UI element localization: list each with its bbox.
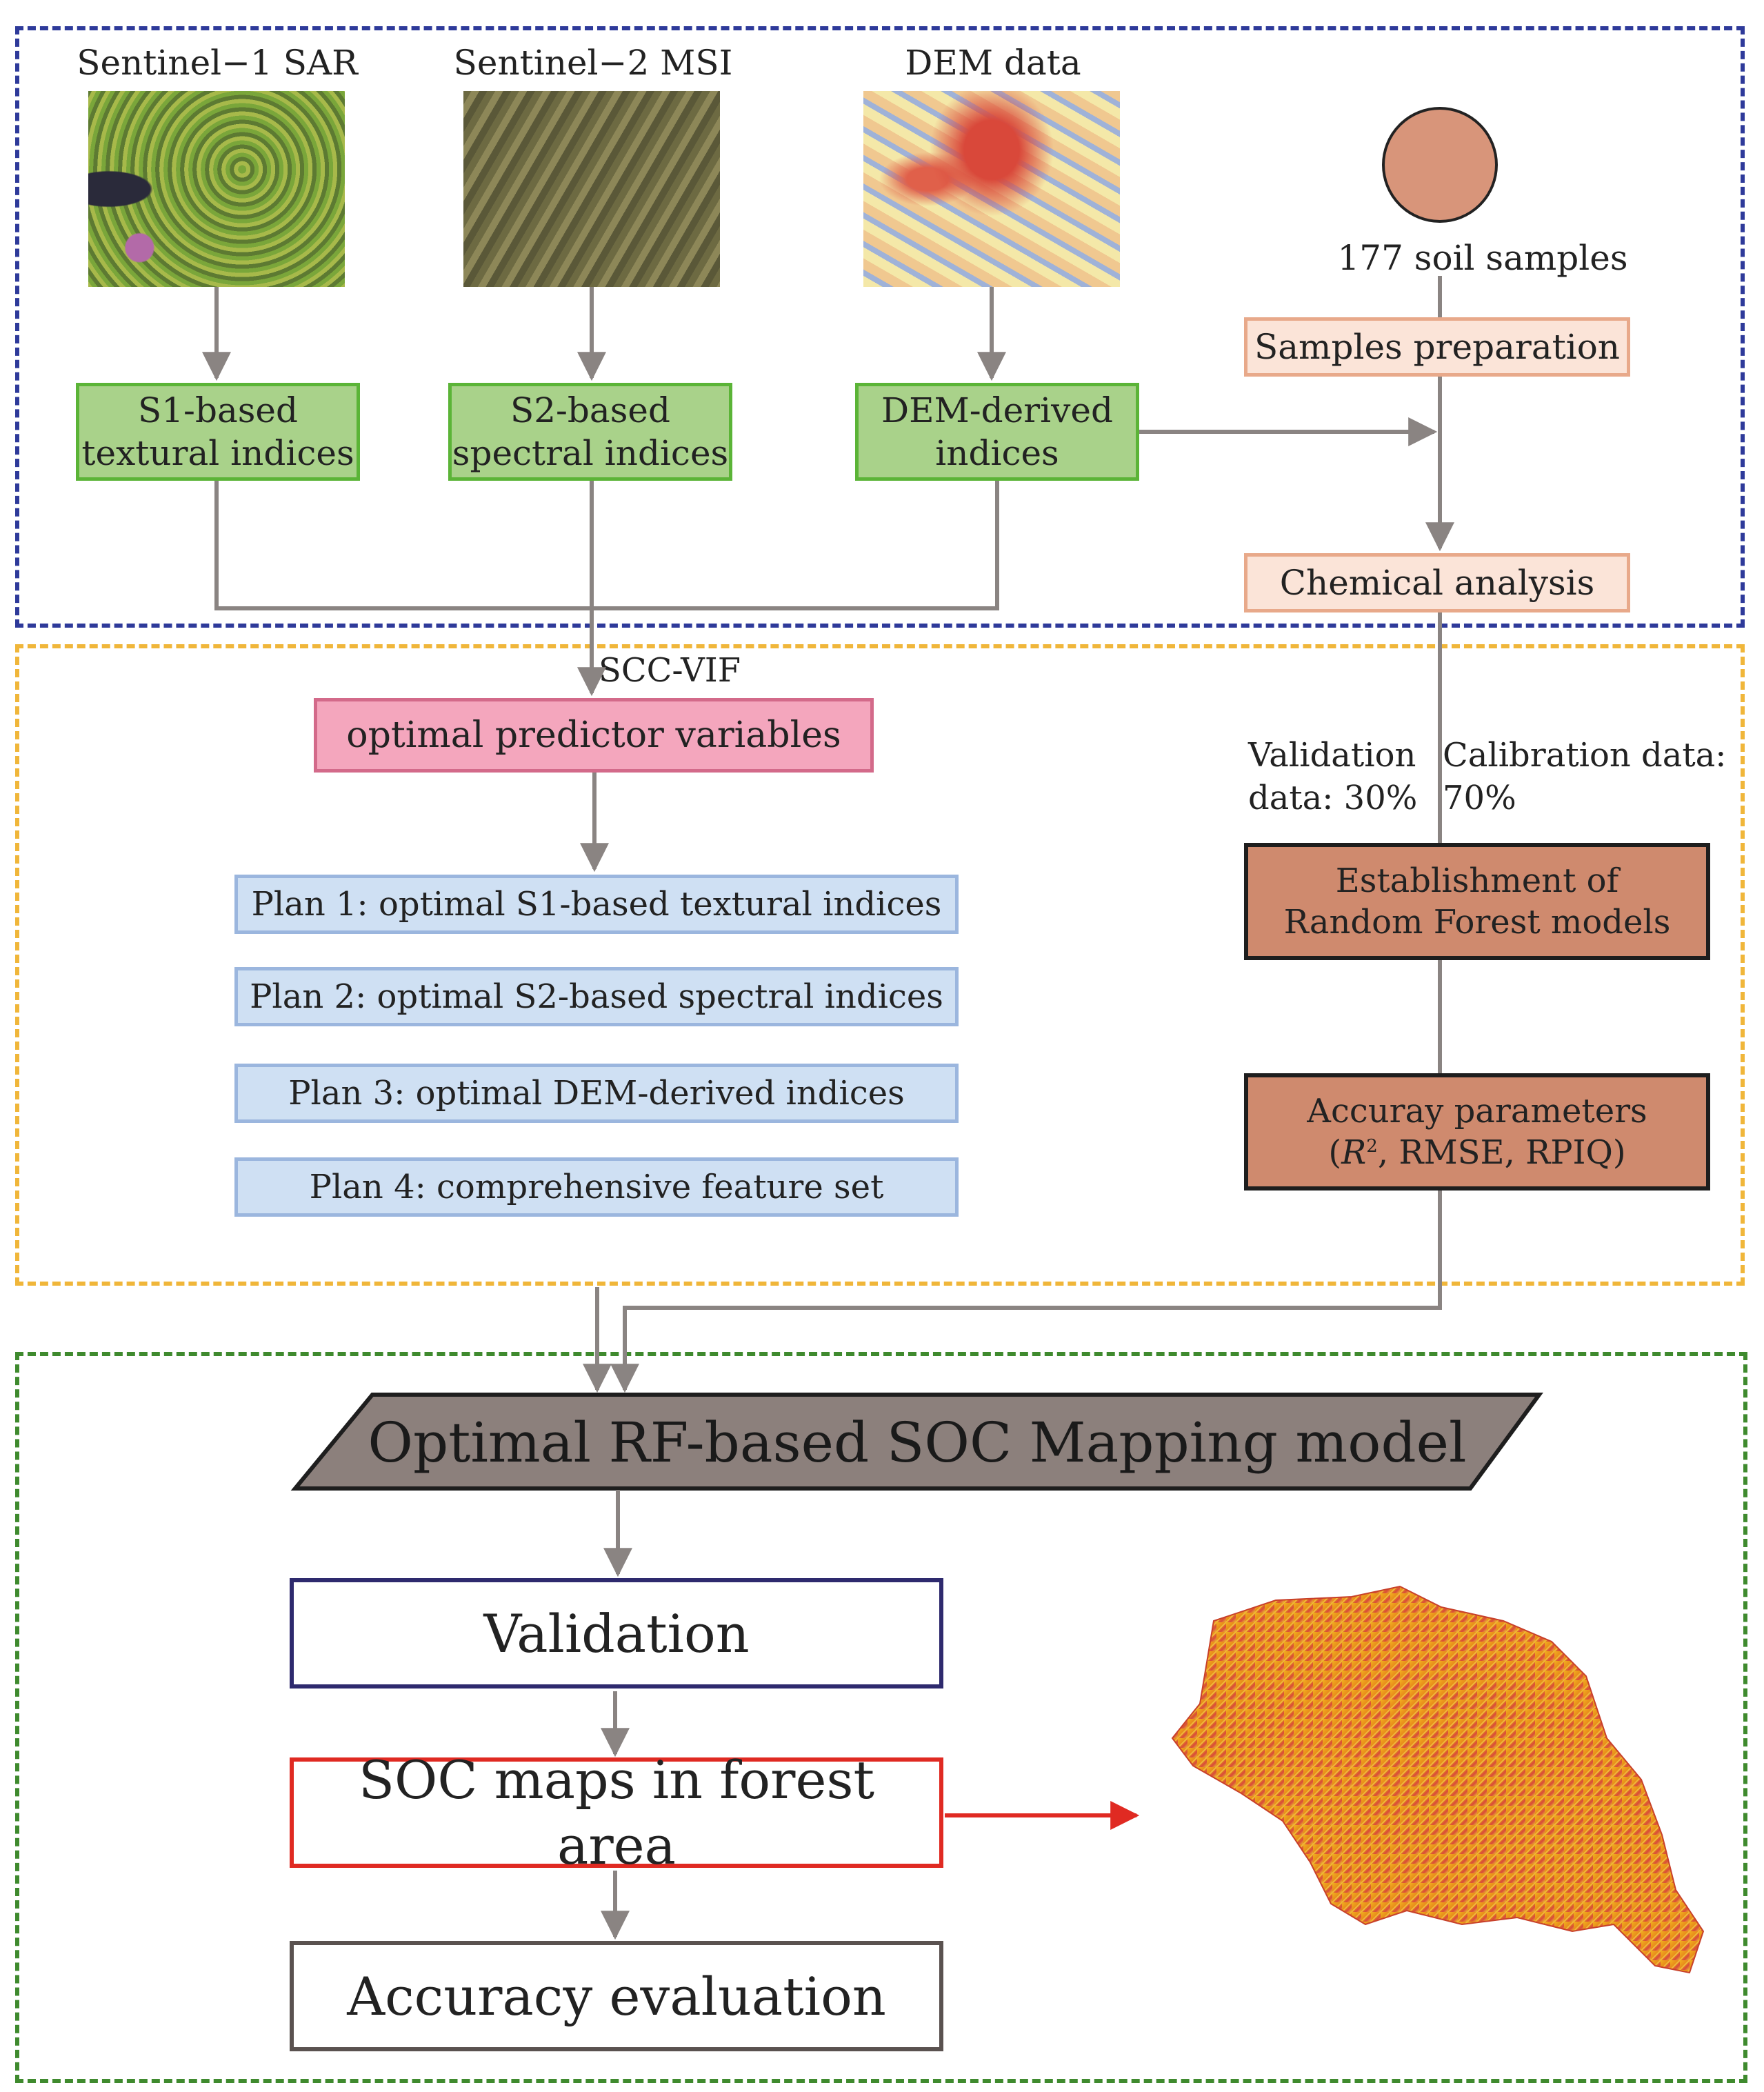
dem-indices-box: DEM-derived indices [855, 383, 1139, 481]
data-acquisition-frame [15, 26, 1745, 628]
soc-map-image [1171, 1585, 1705, 1974]
optimal-variables-box: optimal predictor variables [314, 698, 874, 773]
accuracy-parameters-rest: , RMSE, RPIQ) [1377, 1133, 1626, 1172]
accuracy-parameters-line2: (R2, RMSE, RPIQ) [1328, 1133, 1626, 1172]
samples-preparation-box: Samples preparation [1244, 317, 1630, 377]
arrow-accuracy-to-model [610, 1191, 1442, 1393]
validation-box: Validation [290, 1578, 943, 1688]
scc-vif-label: SCC-VIF [599, 651, 741, 690]
soc-maps-box: SOC maps in forest area [290, 1749, 943, 1876]
calibration-split-label: Calibration data: 70% [1443, 736, 1727, 818]
validation-split-label: Validation data: 30% [1248, 736, 1418, 818]
s1-indices-box: S1-based textural indices [76, 383, 360, 481]
soil-sample-icon [1382, 107, 1498, 223]
chemical-analysis-box: Chemical analysis [1244, 553, 1630, 612]
optimal-model-label: Optimal RF-based SOC Mapping model [368, 1410, 1467, 1475]
s2-indices-box: S2-based spectral indices [448, 383, 732, 481]
plan-1-box: Plan 1: optimal S1-based textural indice… [234, 875, 959, 934]
r-squared-sup: 2 [1366, 1136, 1378, 1157]
accuracy-parameters-box: Accuray parameters (R2, RMSE, RPIQ) [1244, 1073, 1710, 1191]
dem-title: DEM data [905, 43, 1081, 83]
optimal-model-shape [290, 1393, 1543, 1491]
soil-samples-label: 177 soil samples [1337, 238, 1628, 278]
rf-models-box: Establishment of Random Forest models [1244, 843, 1710, 960]
plan-2-box: Plan 2: optimal S2-based spectral indice… [234, 967, 959, 1026]
sentinel2-image [463, 91, 720, 287]
accuracy-parameters-line1: Accuray parameters [1307, 1092, 1647, 1130]
plan-3-box: Plan 3: optimal DEM-derived indices [234, 1064, 959, 1123]
accuracy-evaluation-box: Accuracy evaluation [290, 1941, 943, 2051]
sentinel1-title: Sentinel−1 SAR [77, 43, 358, 83]
r-symbol: R [1341, 1133, 1367, 1172]
plan-4-box: Plan 4: comprehensive feature set [234, 1157, 959, 1217]
dem-image [863, 91, 1120, 287]
feature-selection-frame [15, 644, 1745, 1286]
mapping-frame [15, 1352, 1747, 2083]
sentinel2-title: Sentinel−2 MSI [453, 43, 733, 83]
merge-line [214, 481, 999, 610]
sentinel1-image [88, 91, 345, 287]
